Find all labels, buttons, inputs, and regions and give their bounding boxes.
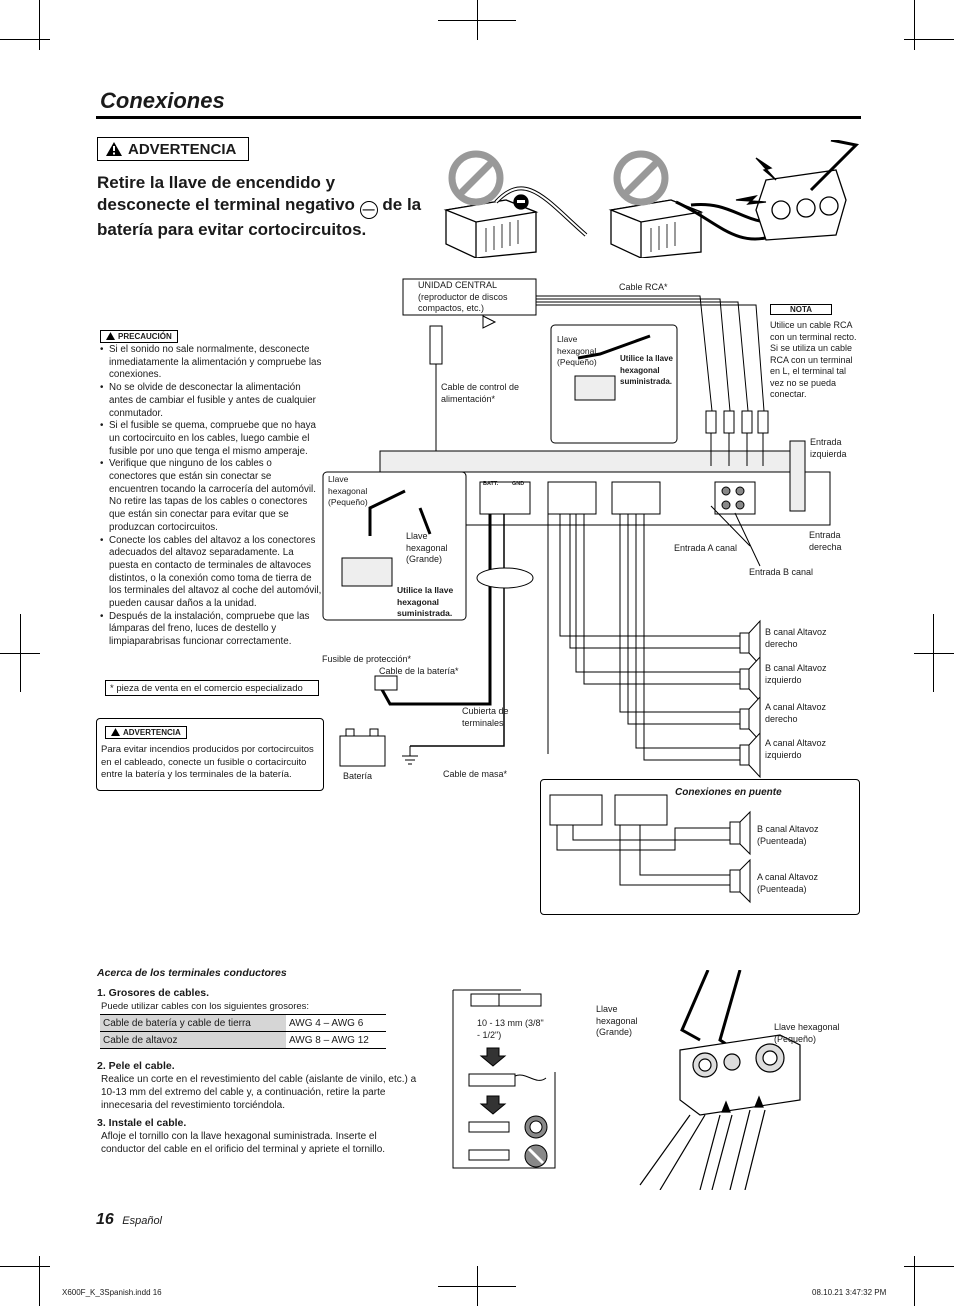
list-item: Si el sonido no sale normalmente, descon… [100,344,322,382]
print-slug-right: 08.10.21 3:47:32 PM [812,1288,887,1297]
crop-mark [914,1256,915,1306]
crop-mark [438,1286,516,1287]
terminals-heading: Acerca de los terminales conductores [97,967,287,979]
minus-symbol: — [359,201,378,219]
label-speaker-a-right: A canal Altavoz derecho [765,702,827,724]
list-item: Conecte los cables del altavoz a los con… [100,535,322,611]
advertencia-box: ADVERTENCIA Para evitar incendios produc… [96,718,324,791]
page-language: Español [122,1215,163,1227]
label-bridge-b: B canal Altavoz (Puenteada) [757,824,819,846]
step1-text: Puede utilizar cables con los siguientes… [101,1001,310,1012]
page-number-area: 16 Español [96,1211,162,1229]
label-hex-small-left: Llave hexagonal (Pequeño) [328,474,368,507]
table-cell: Cable de altavoz [100,1031,286,1049]
precaution-list: Si el sonido no sale normalmente, descon… [100,344,322,649]
label-gnd: GND [512,481,525,487]
advertencia-tag: ADVERTENCIA [105,725,187,739]
crop-mark [0,39,50,40]
crop-mark [20,614,21,692]
warning-label: ADVERTENCIA [128,140,237,158]
label-hex-small: Llave hexagonal (Pequeño) [774,1022,840,1044]
title-rule [96,116,861,119]
crop-mark [438,20,516,21]
table-cell: Cable de batería y cable de tierra [100,1014,286,1032]
label-input-a: Entrada A canal [674,543,738,553]
label-input-right: Entrada derecha [809,530,842,552]
step1-title: 1. Grosores de cables. [97,987,210,999]
label-bridge-a: A canal Altavoz (Puenteada) [757,872,819,894]
crop-mark [39,0,40,50]
step3-text: Afloje el tornillo con la llave hexagona… [101,1131,386,1155]
label-rca-cable: Cable RCA* [619,282,668,292]
label-use-supplied-left: Utilice la llave hexagonal suministrada. [397,585,454,618]
label-hex-small-top: Llave hexagonal (Pequeño) [557,334,597,367]
list-item: Después de la instalación, compruebe que… [100,611,322,649]
precaution-label: PRECAUCIÓN [118,331,172,341]
step2-text: Realice un corte en el revestimiento del… [101,1074,417,1111]
crop-mark [904,1266,954,1267]
step2-title: 2. Pele el cable. [97,1060,175,1072]
crop-mark [39,1256,40,1306]
terminal-block-illustration [639,970,801,1190]
print-slug-left: X600F_K_3Spanish.indd 16 [62,1288,162,1297]
label-use-supplied-top: Utilice la llave hexagonal suministrada. [620,354,673,386]
precaution-tag-wrap: PRECAUCIÓN [100,327,178,345]
strip-wire-illustration [452,989,556,1169]
crop-mark [933,614,934,692]
footnote: * pieza de venta en el comercio especial… [105,680,319,696]
table-cell: AWG 8 – AWG 12 [289,1034,369,1046]
label-strip-length: 10 - 13 mm (3/8" - 1/2") [477,1018,544,1040]
page-title: Conexiones [100,88,225,113]
warning-triangle-icon [106,332,115,340]
label-ground-cable: Cable de masa* [443,769,508,779]
bridge-diagram [549,794,751,904]
label-speaker-a-left: A canal Altavoz izquierdo [765,738,827,760]
label-hex-large-left: Llave hexagonal (Grande) [406,531,448,564]
warning-triangle-icon [111,728,120,736]
label-fuse: Fusible de protección* [322,654,412,664]
page-number: 16 [96,1211,114,1228]
headline-part2: de la batería para evitar cortocircuitos… [97,195,422,239]
label-battery-cable: Cable de la batería* [379,666,459,676]
warning-badge: ADVERTENCIA [97,137,249,161]
crop-mark [0,1266,50,1267]
wiring-diagram [322,278,831,779]
nota-text: Utilice un cable RCA con un terminal rec… [770,320,857,399]
advertencia-tag-label: ADVERTENCIA [123,727,181,737]
headline-part1: Retire la llave de encendido y desconect… [97,173,355,214]
nota-badge: NOTA [770,304,832,315]
label-input-left: Entrada izquierda [810,437,847,459]
label-power-control: Cable de control de alimentación* [441,382,520,404]
list-item: Si el fusible se quema, compruebe que no… [100,420,322,458]
label-terminal-cover: Cubierta de terminales [462,706,509,728]
label-hex-large: Llave hexagonal (Grande) [596,1004,638,1037]
label-batt: BATT. [483,481,499,487]
bridge-title: Conexiones en puente [675,787,782,798]
crop-mark [914,653,954,654]
bridge-connections-box [540,779,860,915]
battery-warning-illustration [443,140,860,258]
crop-mark [904,39,954,40]
wire-gauge-table: Cable de batería y cable de tierra AWG 4… [100,1014,386,1049]
table-cell: AWG 4 – AWG 6 [289,1017,364,1029]
crop-mark [914,0,915,50]
warning-headline: Retire la llave de encendido y desconect… [97,172,427,241]
list-item: No se olvide de desconectar la alimentac… [100,382,322,420]
label-head-unit: UNIDAD CENTRAL (reproductor de discos co… [418,280,508,313]
label-input-b: Entrada B canal [749,567,814,577]
warning-triangle-icon [106,142,122,156]
list-item: Verifique que ninguno de los cables o co… [100,458,322,534]
label-speaker-b-left: B canal Altavoz izquierdo [765,663,827,685]
precaution-tag: PRECAUCIÓN [100,329,178,343]
step3-title: 3. Instale el cable. [97,1117,187,1129]
advertencia-text: Para evitar incendios producidos por cor… [101,744,314,780]
label-speaker-b-right: B canal Altavoz derecho [765,627,827,649]
label-battery: Batería [343,771,373,781]
